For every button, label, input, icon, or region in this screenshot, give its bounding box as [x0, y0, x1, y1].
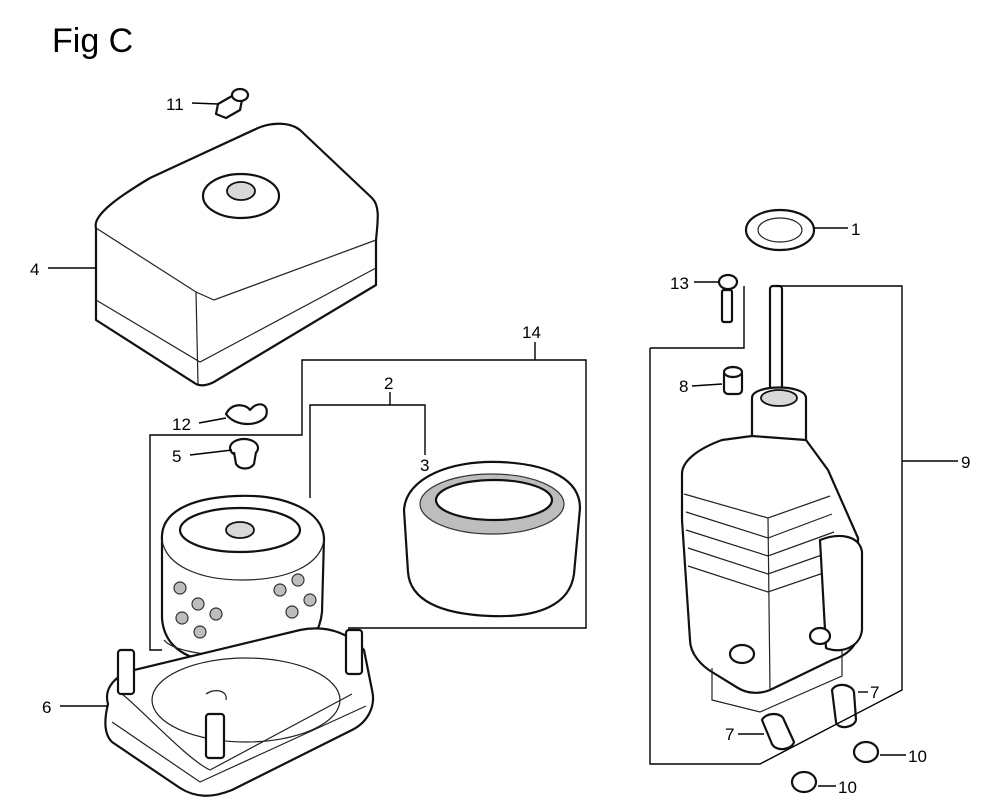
leader-lines: [48, 102, 958, 787]
group-bracket-14: [149, 342, 587, 651]
callout-7-right: 7: [870, 683, 879, 702]
callout-12: 12: [172, 415, 191, 434]
part-3-foam-element: [402, 460, 582, 618]
figure-title: Fig C: [52, 22, 134, 60]
part-12-wing-nut: [224, 403, 268, 426]
part-5-grommet: [228, 437, 260, 470]
callout-9: 9: [961, 453, 970, 472]
part-1-seal: [744, 208, 816, 252]
callout-6: 6: [42, 698, 51, 717]
part-7-tubes: [760, 683, 858, 751]
callout-14: 14: [522, 323, 541, 342]
part-9-elbow-assembly: [680, 284, 864, 713]
callout-10-bottom: 10: [838, 778, 857, 797]
part-11-bolt: [214, 87, 250, 120]
part-6-case: [104, 627, 375, 797]
callout-11: 11: [166, 95, 184, 114]
callout-7-left: 7: [725, 725, 734, 744]
callout-13: 13: [670, 274, 689, 293]
callout-1: 1: [851, 220, 860, 239]
callout-4: 4: [30, 260, 39, 279]
part-13-bolt: [717, 273, 739, 324]
callout-10-right: 10: [908, 747, 927, 766]
callout-2: 2: [384, 374, 393, 393]
filter-element: [160, 494, 326, 666]
group-bracket-2: [309, 392, 426, 498]
part-10-caps: [790, 740, 880, 794]
callout-5: 5: [172, 447, 181, 466]
part-8-collar: [722, 365, 744, 396]
part-4-cover: [94, 122, 379, 387]
callout-8: 8: [679, 377, 688, 396]
callout-3: 3: [420, 456, 429, 475]
group-bracket-9: [649, 285, 903, 765]
